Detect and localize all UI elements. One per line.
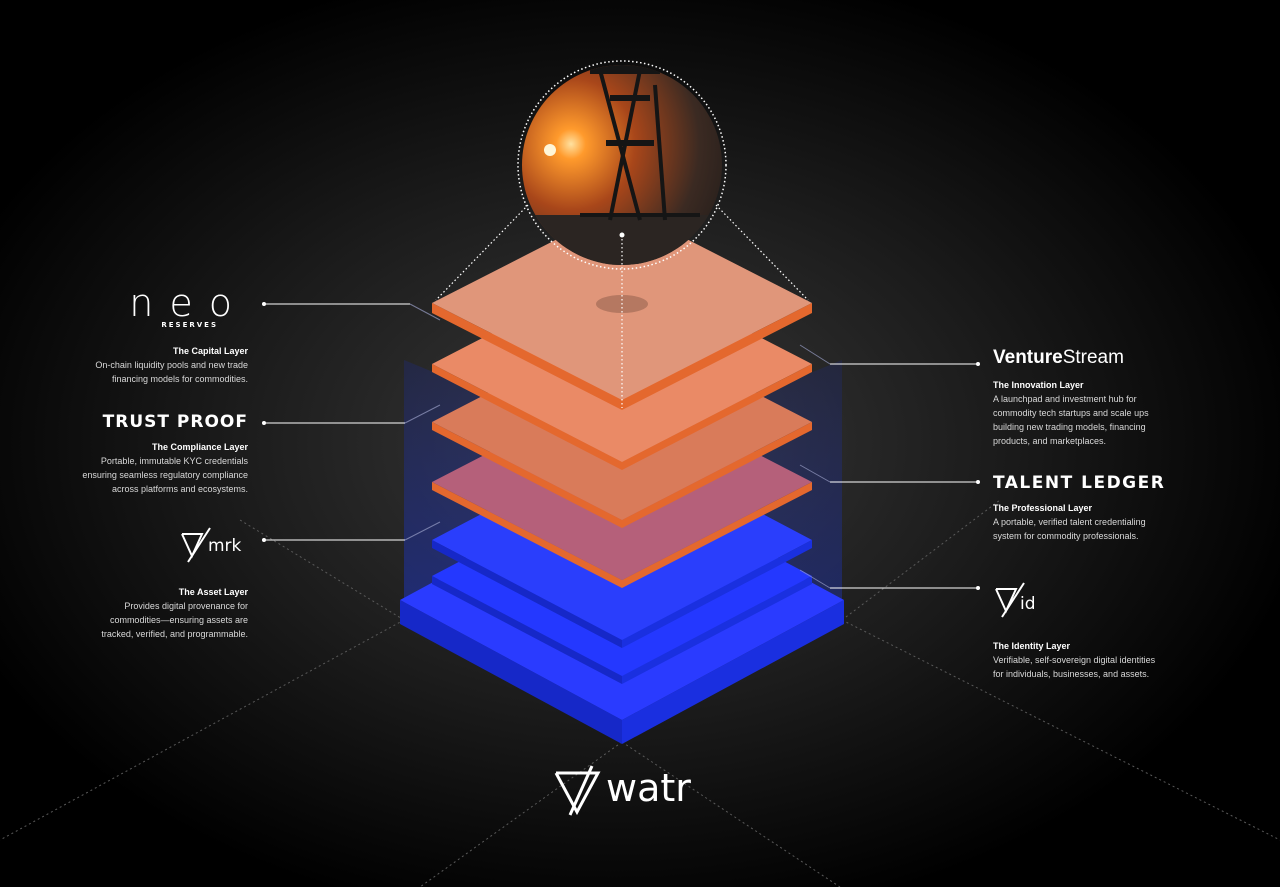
identity-layer-title: The Identity Layer (993, 641, 1071, 651)
capital-layer-title: The Capital Layer (172, 346, 248, 356)
compliance-layer-text: The Compliance Layer Portable, immutable… (40, 441, 248, 496)
venture-stream-logo-bold: Venture (993, 347, 1063, 368)
capital-layer-text: The Capital Layer On-chain liquidity poo… (40, 345, 248, 386)
trust-proof-block: TRUST PROOF (40, 412, 248, 432)
id-logo-mark (995, 582, 1025, 618)
asset-layer-title: The Asset Layer (178, 587, 248, 597)
perspective-lines (0, 499, 1280, 887)
professional-layer-desc-line: system for commodity professionals. (993, 531, 1139, 541)
watr-block: watr (606, 766, 691, 810)
mrk-logo: mrk (208, 536, 242, 556)
capital-layer-desc-line: financing models for commodities. (111, 374, 248, 384)
professional-layer-desc-line: A portable, verified talent credentialin… (993, 517, 1146, 527)
oil-rig-photo (435, 60, 809, 408)
venture-stream-logo-light: Stream (1062, 347, 1124, 368)
asset-layer-text: The Asset Layer Provides digital provena… (40, 586, 248, 641)
neo-logo-subtitle: RESERVES (161, 321, 218, 329)
watr-logo: watr (606, 766, 691, 810)
asset-layer-desc-line: tracked, verified, and programmable. (101, 629, 248, 639)
innovation-layer-desc-line: building new trading models, financing (993, 422, 1146, 432)
compliance-layer-desc-line: across platforms and ecosystems. (111, 484, 248, 494)
id-logo: id (1020, 594, 1036, 614)
venture-stream-block: VentureStream (993, 347, 1124, 369)
neo-logo: neo (129, 281, 248, 325)
venture-stream-logo: VentureStream (993, 347, 1124, 369)
talent-ledger-logo: TALENT LEDGER (993, 473, 1166, 493)
identity-layer-desc-line: Verifiable, self-sovereign digital ident… (993, 655, 1156, 665)
trust-proof-logo: TRUST PROOF (102, 412, 248, 432)
watr-logo-mark (554, 765, 601, 816)
talent-ledger-block: TALENT LEDGER (993, 473, 1165, 493)
innovation-layer-desc-line: commodity tech startups and scale ups (993, 408, 1149, 418)
plate-ticks (404, 303, 831, 589)
identity-layer-desc-line: for individuals, businesses, and assets. (993, 669, 1150, 679)
innovation-layer-title: The Innovation Layer (993, 380, 1084, 390)
compliance-layer-title: The Compliance Layer (151, 442, 248, 452)
connector-lines (264, 303, 978, 589)
professional-layer-text: The Professional Layer A portable, verif… (993, 502, 1203, 543)
innovation-layer-text: The Innovation Layer A launchpad and inv… (993, 379, 1193, 448)
mrk-block: mrk (208, 536, 241, 556)
capital-layer-desc-line: On-chain liquidity pools and new trade (95, 360, 248, 370)
compliance-layer-desc-line: Portable, immutable KYC credentials (100, 456, 248, 466)
professional-layer-title: The Professional Layer (993, 503, 1093, 513)
neo-reserves-block: neo RESERVES (60, 284, 248, 329)
asset-layer-desc-line: Provides digital provenance for (124, 601, 248, 611)
innovation-layer-desc-line: products, and marketplaces. (993, 436, 1107, 446)
innovation-layer-desc-line: A launchpad and investment hub for (993, 394, 1137, 404)
id-block: id (1020, 594, 1036, 614)
asset-layer-desc-line: commodities—ensuring assets are (109, 615, 248, 625)
mrk-logo-mark (181, 527, 211, 563)
identity-layer-text: The Identity Layer Verifiable, self-sove… (993, 640, 1213, 681)
compliance-layer-desc-line: ensuring seamless regulatory compliance (82, 470, 248, 480)
connector-dots (262, 302, 980, 590)
